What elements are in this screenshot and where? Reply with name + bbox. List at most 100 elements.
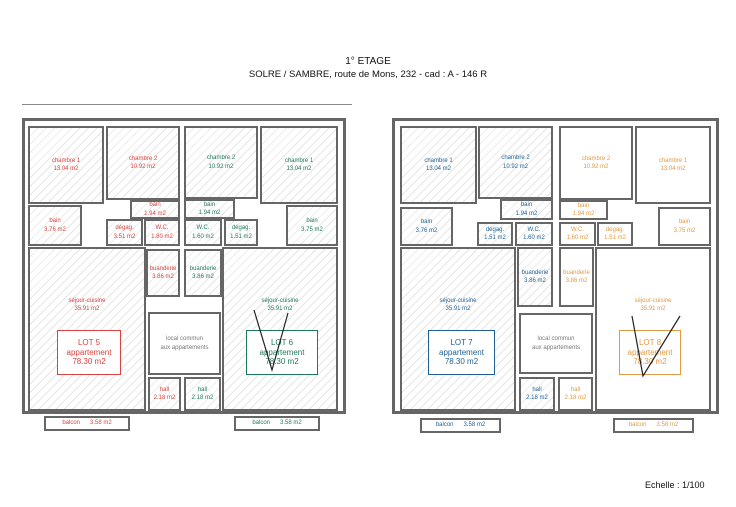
room-area: 3.51 m2	[113, 233, 136, 240]
room-area: 10.92 m2	[208, 163, 234, 170]
room-hall: hall 2.18 m2	[519, 377, 555, 411]
room-name: séjour-cuisine	[634, 298, 672, 304]
room-area: 13.04 m2	[425, 166, 452, 172]
room-name: buanderie	[563, 269, 590, 276]
room-buanderie: buanderie 3.86 m2	[146, 249, 180, 297]
room-name: buanderie	[521, 269, 549, 276]
room-area: 13.04 m2	[286, 166, 312, 172]
room-name: balcon	[252, 420, 270, 427]
room-name: W.C.	[155, 225, 169, 232]
lot-lot: LOT 7	[450, 338, 473, 348]
room-name: bain	[149, 202, 161, 209]
room-name: balcon	[435, 422, 454, 429]
room-name: W.C.	[196, 225, 210, 232]
room-area: 3.86 m2	[565, 278, 588, 284]
room-hall: hall 2.18 m2	[558, 377, 593, 411]
lot-area: 78.30 m2	[265, 357, 299, 367]
room-area: 35.91 m2	[74, 306, 100, 313]
room-name: bain	[420, 219, 433, 226]
room-name: chambre 1	[424, 157, 453, 164]
room-bain: bain 1.94 m2	[559, 200, 608, 220]
address-subtitle: SOLRE / SAMBRE, route de Mons, 232 - cad…	[248, 69, 488, 80]
room-area: 2.18 m2	[191, 395, 214, 401]
room-name: dégag.	[231, 225, 251, 232]
room-name: bain	[203, 201, 216, 208]
room-balcon: balcon 3.58 m2	[44, 416, 130, 431]
room-area: 3.58 m2	[656, 422, 679, 429]
room-area: 2.18 m2	[564, 395, 587, 401]
room-name: bain	[577, 202, 590, 209]
room-area: 3.76 m2	[415, 227, 438, 234]
room-area: 1.60 m2	[192, 233, 214, 240]
room-area: 3.86 m2	[192, 274, 214, 280]
room-area: 10.92 m2	[502, 163, 529, 170]
room-area: aux appartements	[531, 344, 581, 351]
room-area: 35.91 m2	[640, 306, 666, 313]
room-name: chambre 2	[128, 155, 158, 162]
room-area: 1.51 m2	[230, 233, 252, 240]
room-name: local commun	[165, 336, 203, 343]
room-area: 3.86 m2	[152, 274, 174, 280]
room-name: séjour-cuisine	[68, 298, 106, 304]
room-area: 3.75 m2	[673, 227, 696, 234]
room-name: buanderie	[149, 265, 177, 272]
room-area: 1.60 m2	[566, 235, 589, 241]
lot-lot: LOT 6	[270, 338, 294, 348]
floor-title: 1° ETAGE	[345, 56, 391, 67]
lot-lot: LOT 5	[77, 338, 101, 348]
room-area: 3.58 m2	[463, 422, 486, 429]
room-séjour-cuisine: séjour-cuisine 35.91 m2	[28, 247, 146, 411]
room-name: bain	[306, 218, 318, 225]
room-area: 1.51 m2	[604, 235, 626, 241]
room-area: 1.51 m2	[484, 235, 506, 241]
room-w-c-: W.C.1.80 m2	[144, 219, 180, 246]
room-name: séjour-cuisine	[439, 298, 477, 304]
room-dégag-: dégag.1.51 m2	[477, 222, 513, 246]
lot-type: appartement	[627, 347, 673, 357]
room-name: chambre 1	[658, 157, 688, 164]
room-area: 10.92 m2	[130, 164, 156, 170]
room-name: W.C.	[571, 226, 584, 233]
room-name: balcon	[62, 420, 80, 427]
room-area: 3.58 m2	[280, 420, 302, 427]
room-name: hall	[159, 386, 170, 393]
room-balcon: balcon 3.58 m2	[234, 416, 320, 431]
room-area: 1.94 m2	[515, 210, 538, 217]
room-w-c-: W.C. 1.60 m2	[559, 222, 596, 246]
room-dégag-: dégag.1.51 m2	[597, 222, 633, 246]
room-area: 3.75 m2	[301, 226, 323, 233]
room-chambre-1: chambre 1 13.04 m2	[400, 126, 477, 204]
room-name: hall	[532, 386, 542, 393]
room-name: hall	[570, 386, 581, 393]
room-area: 3.58 m2	[90, 420, 112, 427]
room-name: chambre 2	[501, 155, 530, 162]
scale-label: Echelle : 1/100	[645, 480, 705, 490]
room-name: bain	[49, 218, 61, 225]
room-area: 1.94 m2	[144, 210, 166, 217]
room-area: 13.04 m2	[53, 166, 79, 172]
lot-type: appartement	[66, 347, 112, 357]
room-name: séjour-cuisine	[261, 298, 299, 304]
room-area: 2.18 m2	[526, 395, 548, 401]
room-balcon: balcon 3.58 m2	[420, 418, 501, 433]
lot-type: appartement	[439, 347, 484, 357]
lot-lot: LOT 8	[638, 338, 662, 348]
room-area: 1.94 m2	[198, 210, 221, 216]
room-area: 1.94 m2	[572, 211, 595, 217]
room-name: dégag.	[115, 225, 134, 232]
room-area: 3.86 m2	[524, 278, 546, 284]
room-w-c-: W.C.1.60 m2	[184, 219, 222, 246]
